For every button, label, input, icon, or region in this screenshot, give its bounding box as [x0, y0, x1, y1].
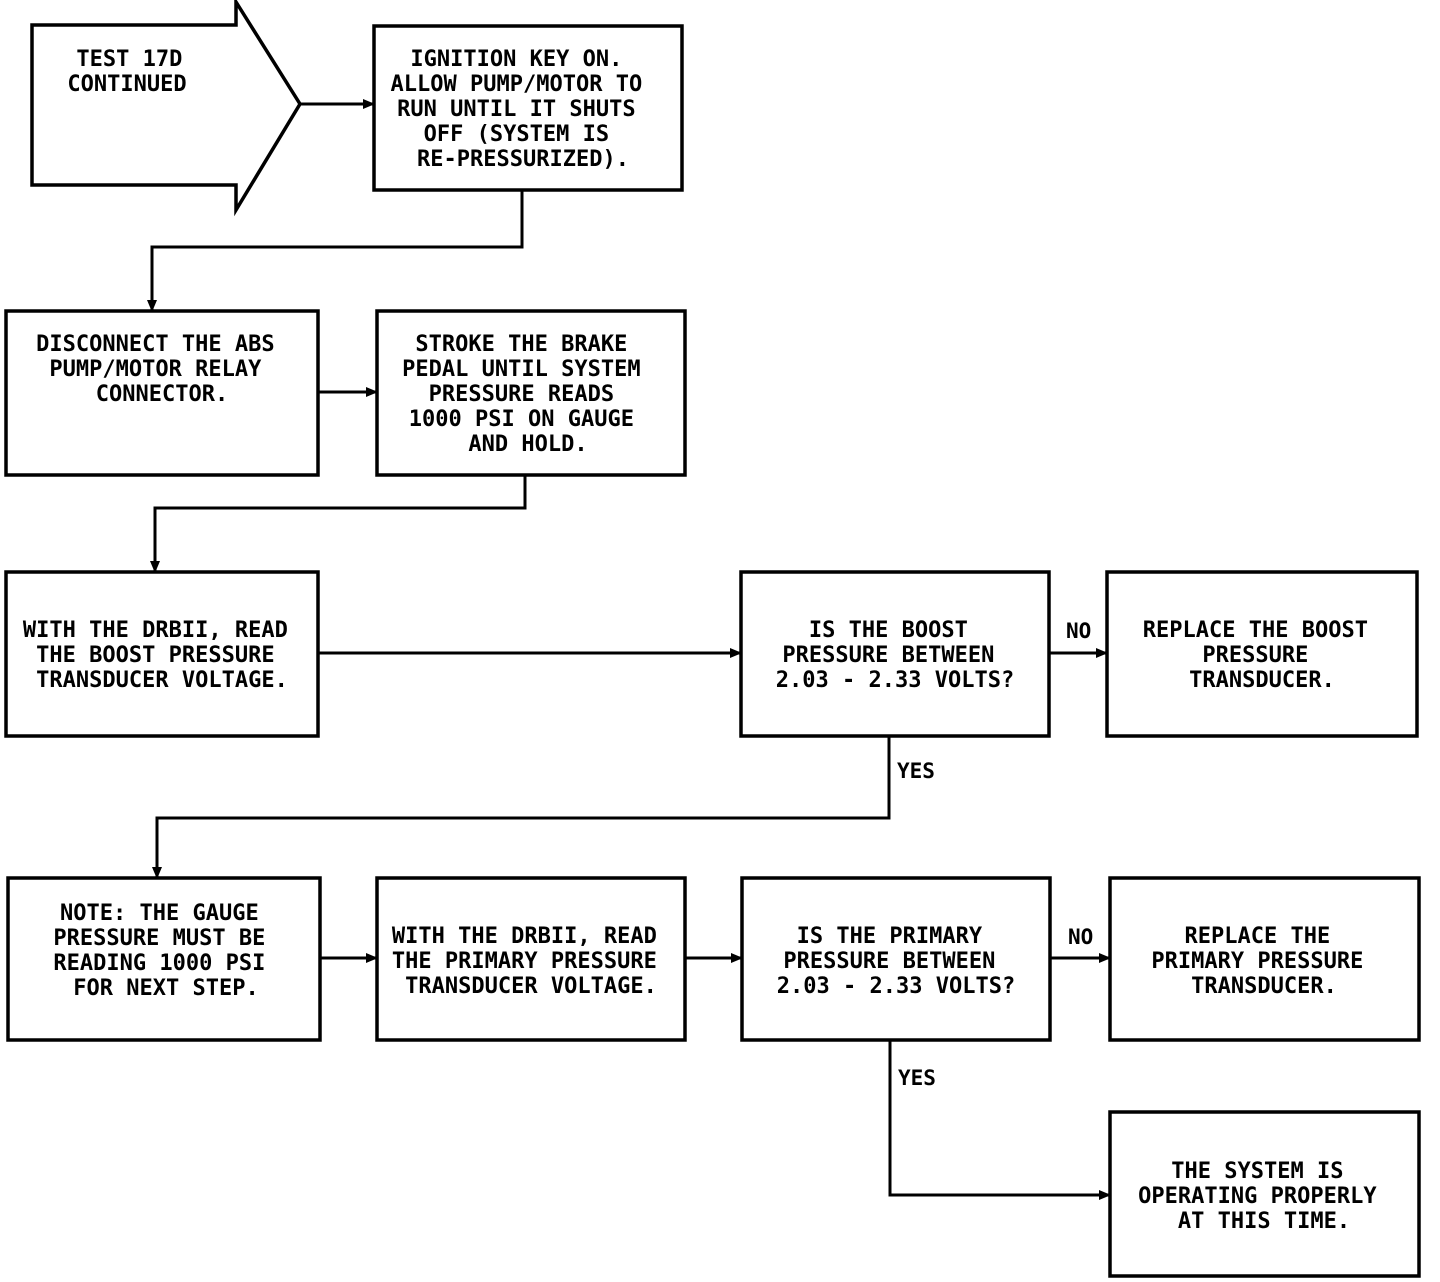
step-stroke-text: STROKE THE BRAKE PEDAL UNTIL SYSTEM PRES…	[402, 332, 654, 457]
label-no-boost: NO	[1066, 619, 1091, 643]
decision-primary-text: IS THE PRIMARY PRESSURE BETWEEN 2.03 - 2…	[777, 924, 1015, 999]
start-arrow-shape	[30, 0, 303, 217]
replace-boost-box	[1105, 570, 1419, 738]
start-text: TEST 17D CONTINUED	[67, 47, 195, 97]
label-yes-boost: YES	[897, 759, 935, 783]
replace-primary-text: REPLACE THE PRIMARY PRESSURE TRANSDUCER.	[1151, 924, 1376, 999]
step-stroke-box	[375, 309, 687, 477]
decision-primary-box	[740, 876, 1052, 1042]
replace-primary-box	[1108, 876, 1421, 1042]
step-read-primary-box	[375, 876, 687, 1042]
step-read-boost-text: WITH THE DRBII, READ THE BOOST PRESSURE …	[23, 618, 301, 693]
label-yes-primary: YES	[898, 1066, 936, 1090]
step-ignition-box	[372, 24, 684, 192]
note-box	[6, 876, 322, 1042]
system-ok-text: THE SYSTEM IS OPERATING PROPERLY AT THIS…	[1138, 1159, 1390, 1234]
step-ignition-text: IGNITION KEY ON. ALLOW PUMP/MOTOR TO RUN…	[391, 47, 656, 172]
step-read-boost-box	[4, 570, 320, 738]
note-text: NOTE: THE GAUGE PRESSURE MUST BE READING…	[53, 901, 278, 1001]
decision-boost-text: IS THE BOOST PRESSURE BETWEEN 2.03 - 2.3…	[776, 618, 1014, 693]
replace-boost-text: REPLACE THE BOOST PRESSURE TRANSDUCER.	[1143, 618, 1381, 693]
step-disconnect-text: DISCONNECT THE ABS PUMP/MOTOR RELAY CONN…	[36, 332, 288, 407]
step-read-primary-text: WITH THE DRBII, READ THE PRIMARY PRESSUR…	[392, 924, 670, 999]
connector-ignition-to-disconnect	[147, 190, 524, 312]
connector-decision-primary-yes	[888, 1040, 1111, 1200]
connector-decision-boost-yes	[152, 736, 891, 879]
connector-stroke-to-read-boost	[150, 475, 527, 573]
label-no-primary: NO	[1068, 925, 1093, 949]
step-disconnect-box	[4, 309, 320, 477]
system-ok-box	[1108, 1110, 1421, 1278]
